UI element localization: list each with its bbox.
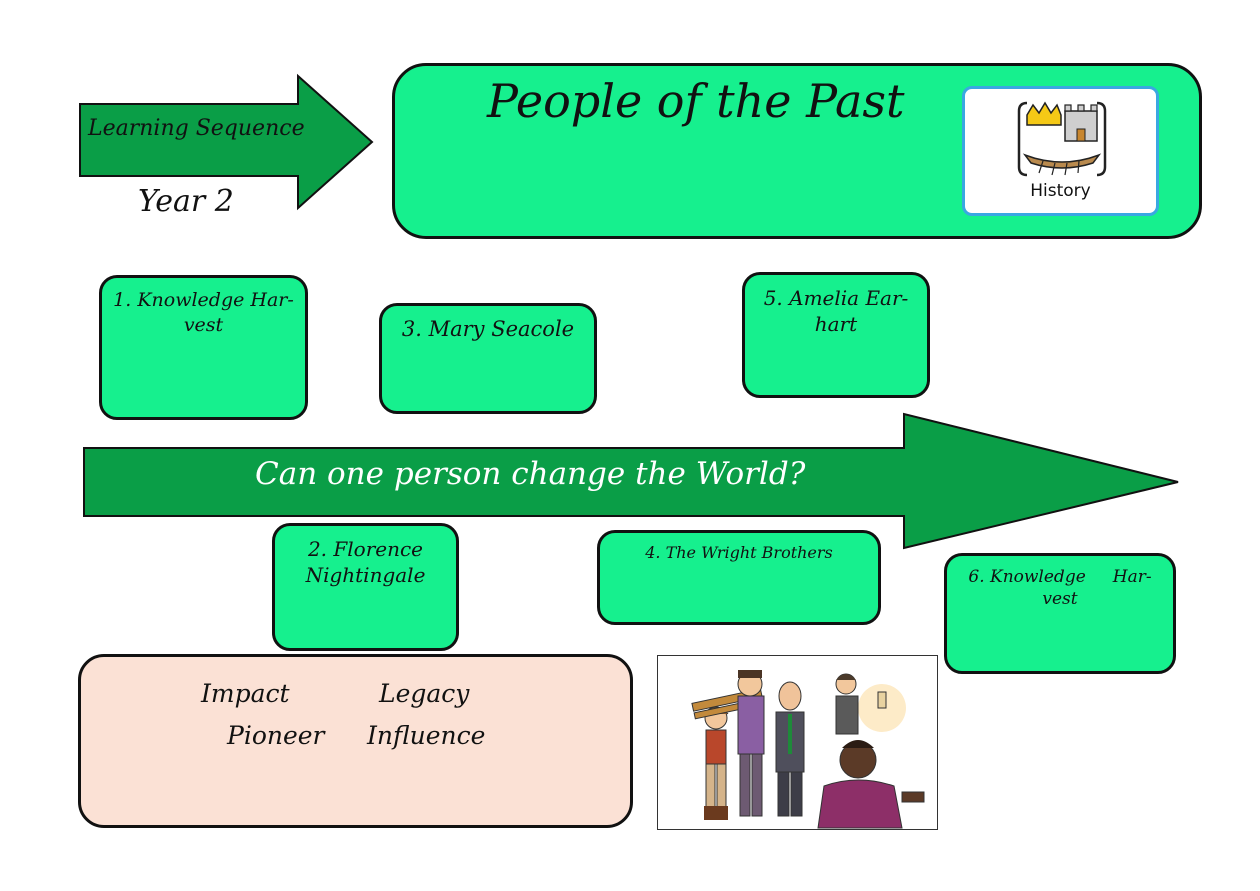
- history-label: History: [1030, 181, 1091, 201]
- vocabulary-box: Impact Legacy Pioneer Influence: [78, 654, 633, 828]
- question-arrow: [83, 412, 1179, 550]
- step-label-3: 3. Mary Seacole: [401, 317, 575, 341]
- vocab-word-legacy: Legacy: [379, 679, 470, 708]
- step-box-4: 4. The Wright Brothers: [597, 530, 881, 625]
- learning-sequence-label: Learning Sequence: [88, 116, 305, 141]
- vocab-word-pioneer: Pioneer: [227, 721, 325, 750]
- vocab-word-influence: Influence: [367, 721, 486, 750]
- page-title: People of the Past: [487, 74, 905, 128]
- historical-figures-illustration: [657, 655, 938, 830]
- step-box-6: 6. Knowledge Har- vest: [944, 553, 1176, 674]
- history-subject-card: History: [962, 86, 1159, 216]
- step-label-6: 6. Knowledge Har- vest: [968, 567, 1152, 610]
- step-box-2: 2. Florence Nightingale: [272, 523, 459, 651]
- learning-sequence-arrow: [79, 73, 374, 211]
- step-label-5: 5. Amelia Ear- hart: [763, 286, 909, 336]
- driving-question: Can one person change the World?: [255, 456, 806, 492]
- step-label-2: 2. Florence Nightingale: [305, 537, 426, 587]
- step-box-3: 3. Mary Seacole: [379, 303, 597, 414]
- vocab-word-impact: Impact: [201, 679, 290, 708]
- step-label-4: 4. The Wright Brothers: [645, 543, 833, 562]
- year-label: Year 2: [138, 184, 234, 219]
- step-label-1: 1. Knowledge Har- vest: [113, 289, 294, 336]
- step-box-1: 1. Knowledge Har- vest: [99, 275, 308, 420]
- step-box-5: 5. Amelia Ear- hart: [742, 272, 930, 398]
- history-symbol-icon: [1017, 101, 1107, 177]
